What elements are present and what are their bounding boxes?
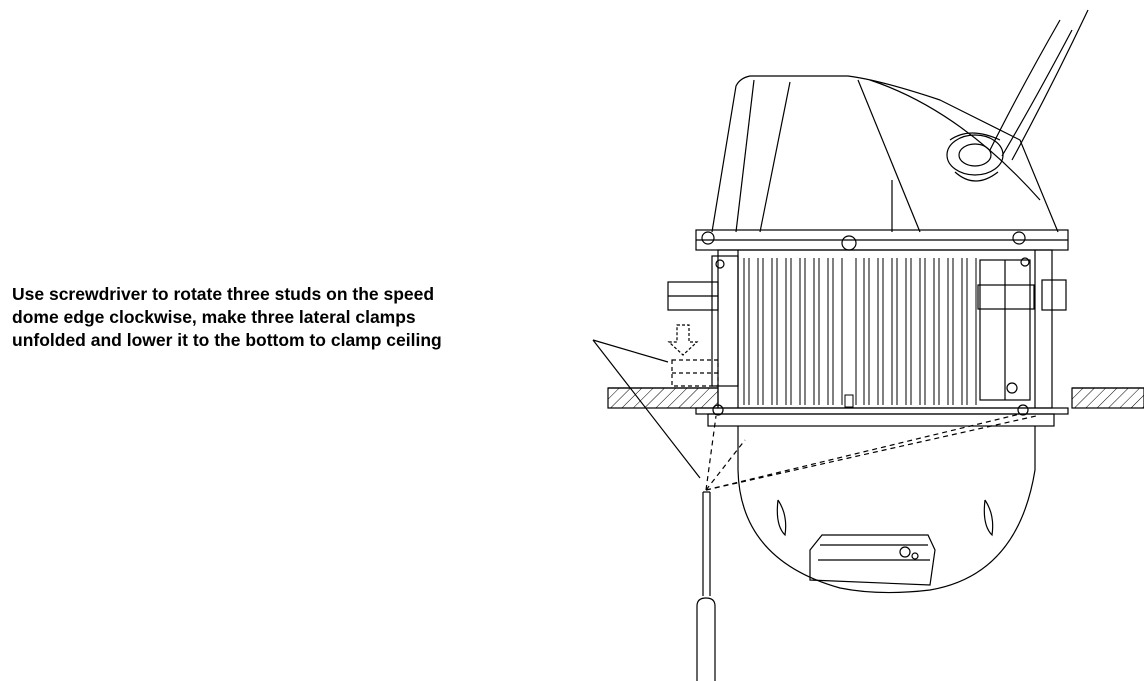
bottom-flange bbox=[695, 407, 1069, 427]
top-housing bbox=[711, 75, 1059, 233]
pointer-lines bbox=[592, 339, 701, 479]
right-bracket bbox=[977, 257, 1035, 401]
cable-gland bbox=[946, 132, 1004, 182]
top-rim bbox=[695, 229, 1069, 251]
dome-cover bbox=[737, 426, 1036, 594]
instruction-text: Use screwdriver to rotate three studs on… bbox=[12, 283, 592, 352]
ceiling-left bbox=[607, 387, 719, 409]
screw-top-center-icon bbox=[841, 235, 857, 251]
stud-right-icon bbox=[1017, 404, 1029, 416]
down-arrow-icon bbox=[667, 324, 699, 356]
cable bbox=[989, 9, 1089, 161]
screw-top-left-icon bbox=[701, 231, 715, 245]
instruction-line-3: unfolded and lower it to the bottom to c… bbox=[12, 330, 442, 350]
screwdriver bbox=[696, 491, 716, 681]
lateral-clamp-right bbox=[1041, 279, 1067, 311]
sight-lines bbox=[705, 413, 1037, 491]
stud-left-icon bbox=[712, 404, 724, 416]
main-body bbox=[717, 249, 1053, 409]
heatsink-fins bbox=[743, 258, 977, 408]
screw-top-right-icon bbox=[1012, 231, 1026, 245]
instruction-line-2: dome edge clockwise, make three lateral … bbox=[12, 307, 416, 327]
lateral-clamp-left bbox=[667, 281, 719, 387]
ceiling-right bbox=[1071, 387, 1144, 409]
camera-module bbox=[809, 534, 936, 586]
instruction-line-1: Use screwdriver to rotate three studs on… bbox=[12, 284, 435, 304]
left-bracket bbox=[711, 255, 739, 387]
